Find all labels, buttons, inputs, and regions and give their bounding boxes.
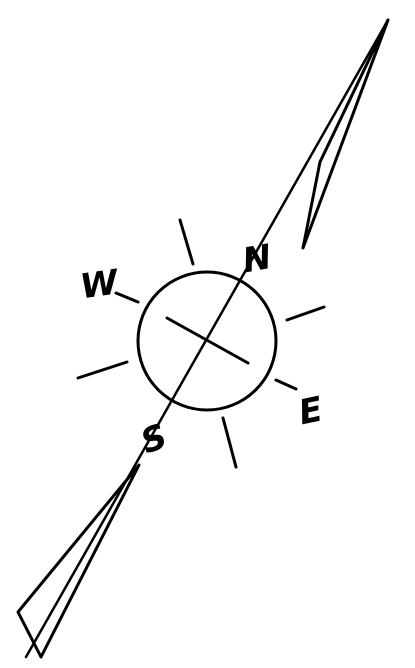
tick-south (223, 418, 236, 467)
tick-south-west (78, 362, 127, 378)
tick-east (276, 380, 296, 389)
compass-crossbar (167, 318, 248, 363)
tick-north-west (180, 220, 193, 264)
label-north: N (240, 237, 275, 281)
south-tail (18, 465, 139, 657)
needle-shaft (26, 20, 388, 657)
tick-north-east (287, 307, 324, 320)
north-arrowhead (303, 20, 388, 248)
label-west: W (78, 262, 122, 307)
label-east: E (295, 389, 326, 433)
